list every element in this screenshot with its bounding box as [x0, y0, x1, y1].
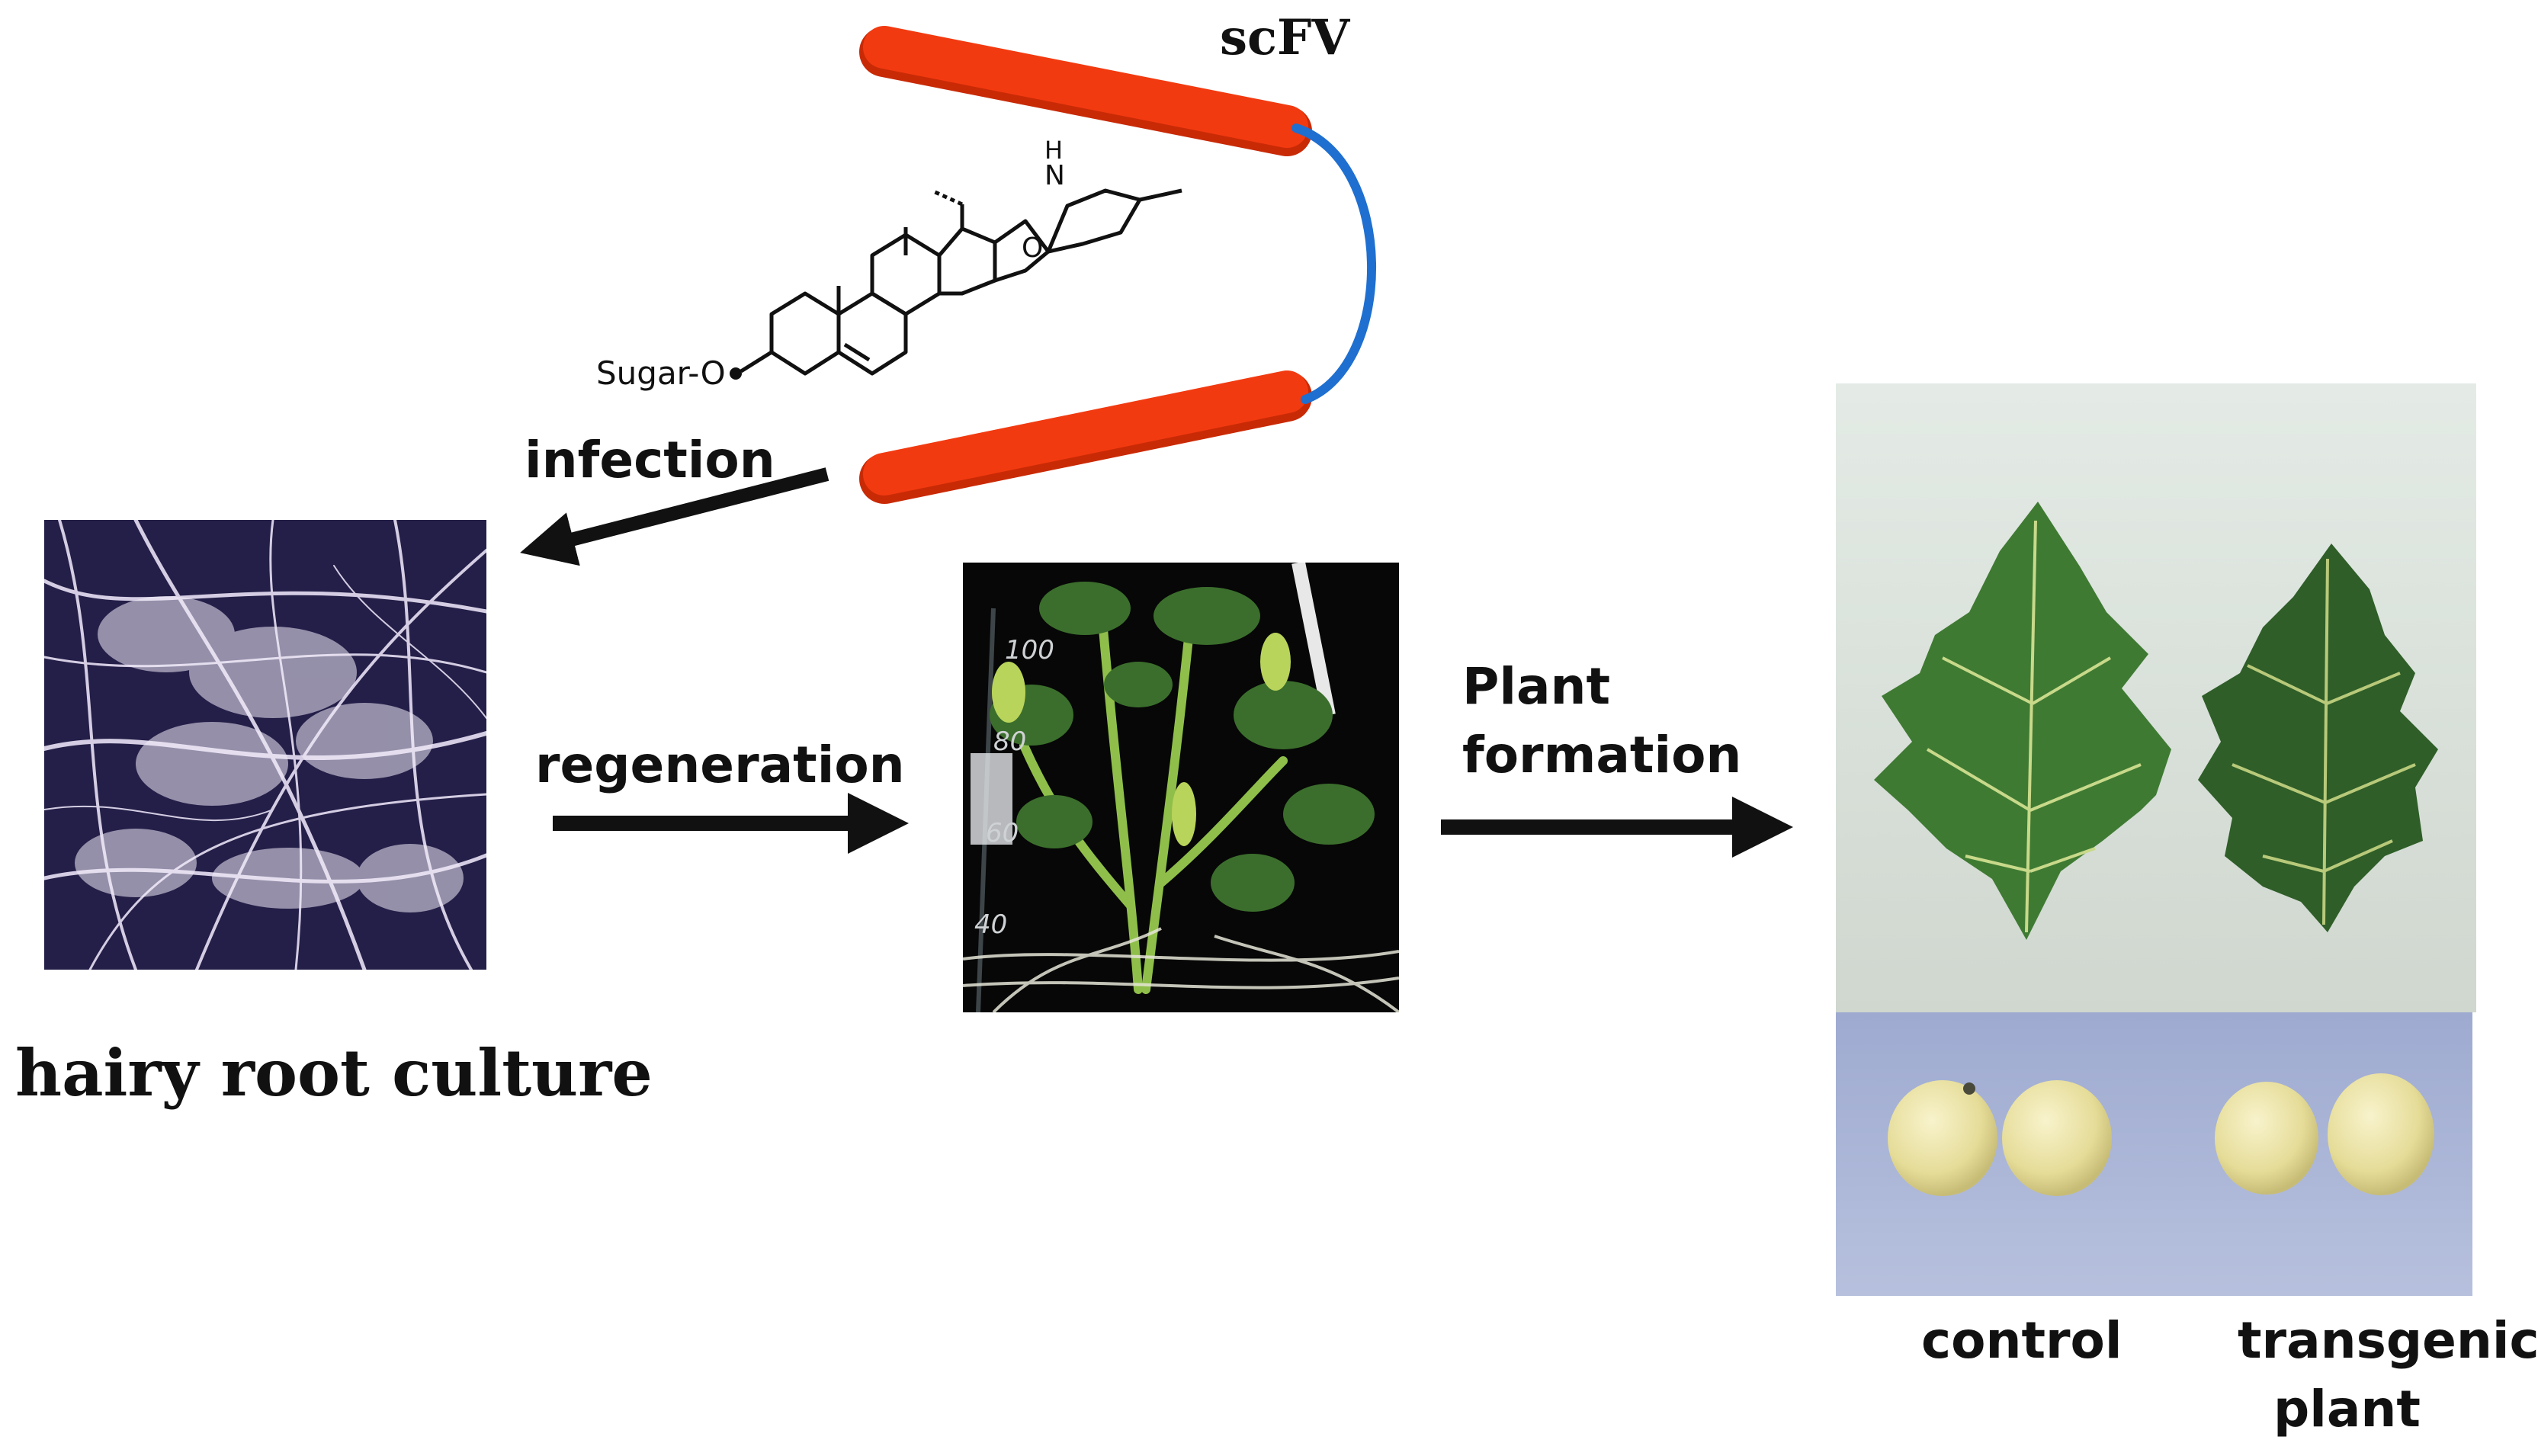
transgenic-label-line1: transgenic — [2238, 1311, 2538, 1370]
regeneration-label: regeneration — [535, 736, 905, 794]
fruit-comparison-photo — [1836, 1012, 2472, 1296]
antibody-light-chain-bar — [859, 370, 1312, 504]
hydrogen-label: H — [1044, 136, 1064, 165]
hairy-root-culture-photo — [44, 520, 486, 970]
sugar-o-label: Sugar-O — [596, 354, 726, 392]
regenerated-plantlet-photo: 100 80 60 40 — [963, 563, 1399, 1012]
flask-scale-mark-4: 40 — [974, 909, 1008, 940]
antibody-linker-curve — [1291, 123, 1376, 404]
control-fruits — [1888, 1080, 2112, 1196]
plant-formation-label-line2: formation — [1462, 726, 1742, 784]
control-label: control — [1921, 1311, 2122, 1370]
transgenic-fruits — [2215, 1073, 2434, 1195]
transgenic-leaf — [2198, 544, 2438, 932]
control-leaf — [1874, 502, 2171, 940]
nitrogen-label: N — [1044, 160, 1065, 191]
hairy-root-culture-label: hairy root culture — [15, 1035, 653, 1111]
oxygen-label: O — [1022, 233, 1044, 264]
transgenic-label-line2: plant — [2273, 1380, 2421, 1438]
infection-label: infection — [525, 431, 775, 489]
steroidal-alkaloid-structure — [740, 188, 1182, 376]
attachment-dot — [730, 367, 742, 380]
flask-scale-mark-1: 100 — [1005, 635, 1054, 665]
leaf-comparison-photo — [1836, 383, 2476, 1012]
antibody-heavy-chain-bar — [859, 26, 1312, 156]
infection-arrow — [520, 467, 829, 566]
scfv-label: scFV — [1220, 9, 1350, 66]
flask-scale-mark-2: 80 — [993, 726, 1027, 757]
plant-formation-label-line1: Plant — [1462, 657, 1611, 716]
flask-scale-mark-3: 60 — [986, 818, 1019, 848]
